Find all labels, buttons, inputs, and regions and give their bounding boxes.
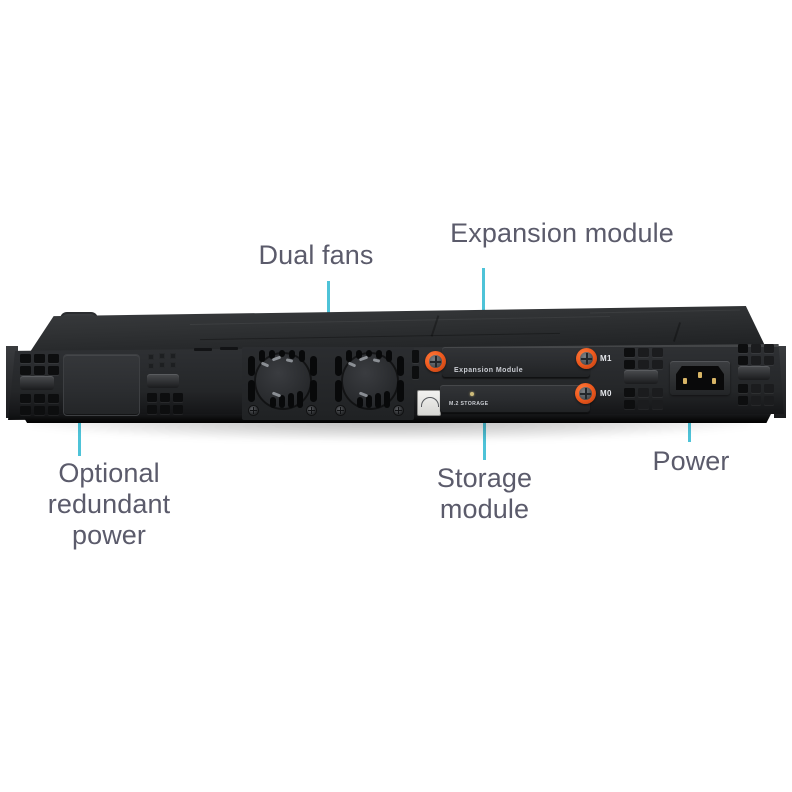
psu-release-handle-center[interactable] <box>147 374 179 388</box>
expansion-module-silkscreen: Expansion Module <box>454 367 524 374</box>
console-port[interactable] <box>417 390 441 416</box>
storage-activity-led <box>470 392 474 396</box>
fan-screw-2b <box>394 406 403 415</box>
callout-label-optional-redundant-power: Optional redundant power <box>47 458 171 550</box>
indicator-led-6 <box>170 362 176 368</box>
fan-unit-1 <box>248 350 318 416</box>
vent-grid-left-upper <box>20 354 59 375</box>
vent-grid-left-lower <box>20 394 59 415</box>
thumbscrew-expansion-left[interactable] <box>425 351 446 372</box>
callout-label-dual-fans: Dual fans <box>258 240 374 270</box>
power-pin-earth <box>698 372 702 378</box>
psu-release-handle-left[interactable] <box>20 376 54 390</box>
slot-label-m1: M1 <box>600 354 612 363</box>
vent-grid-far-right-lower <box>738 384 774 405</box>
fan-screw-1a <box>249 406 258 415</box>
storage-module-silkscreen: M.2 STORAGE <box>449 401 489 407</box>
indicator-led-3 <box>170 353 176 359</box>
dual-fan-module <box>242 347 414 420</box>
vent-grid-far-right-upper <box>738 344 774 365</box>
fan-unit-2 <box>335 350 405 416</box>
thumbscrew-storage-right[interactable] <box>575 383 596 404</box>
rack-appliance: Expansion Module M1 M.2 STORAGE M0 <box>6 306 786 428</box>
callout-label-power: Power <box>652 446 730 476</box>
console-port-arc-icon <box>421 397 439 407</box>
power-pin-live <box>683 378 687 384</box>
leader-line-optional-redundant-power <box>78 394 81 456</box>
vent-grid-module-left <box>412 350 419 379</box>
callout-label-expansion-module: Expansion module <box>450 218 674 248</box>
vent-grid-right-lower <box>624 388 663 409</box>
fan-screw-1b <box>307 406 316 415</box>
indicator-led-4 <box>148 363 154 369</box>
thumbscrew-expansion-right[interactable] <box>576 348 597 369</box>
vent-grid-right-upper <box>624 348 663 369</box>
indicator-led-5 <box>159 362 165 368</box>
expansion-module[interactable]: Expansion Module <box>442 347 590 378</box>
vent-grid-center <box>147 393 183 414</box>
power-inlet-iec-c14[interactable] <box>670 361 730 395</box>
callout-label-storage-module: Storage module <box>436 463 533 524</box>
slot-label-m0: M0 <box>600 389 612 398</box>
psu-release-handle-right[interactable] <box>624 370 658 384</box>
power-pin-neutral <box>712 378 716 384</box>
fan-screw-2a <box>336 406 345 415</box>
leader-line-storage-module <box>483 412 486 460</box>
psu-release-handle-far-right[interactable] <box>738 366 770 380</box>
device-shadow <box>30 418 750 440</box>
indicator-led-2 <box>159 353 165 359</box>
redundant-power-bay-blank[interactable] <box>63 354 140 416</box>
indicator-led-1 <box>148 354 154 360</box>
storage-module[interactable]: M.2 STORAGE <box>440 385 590 413</box>
